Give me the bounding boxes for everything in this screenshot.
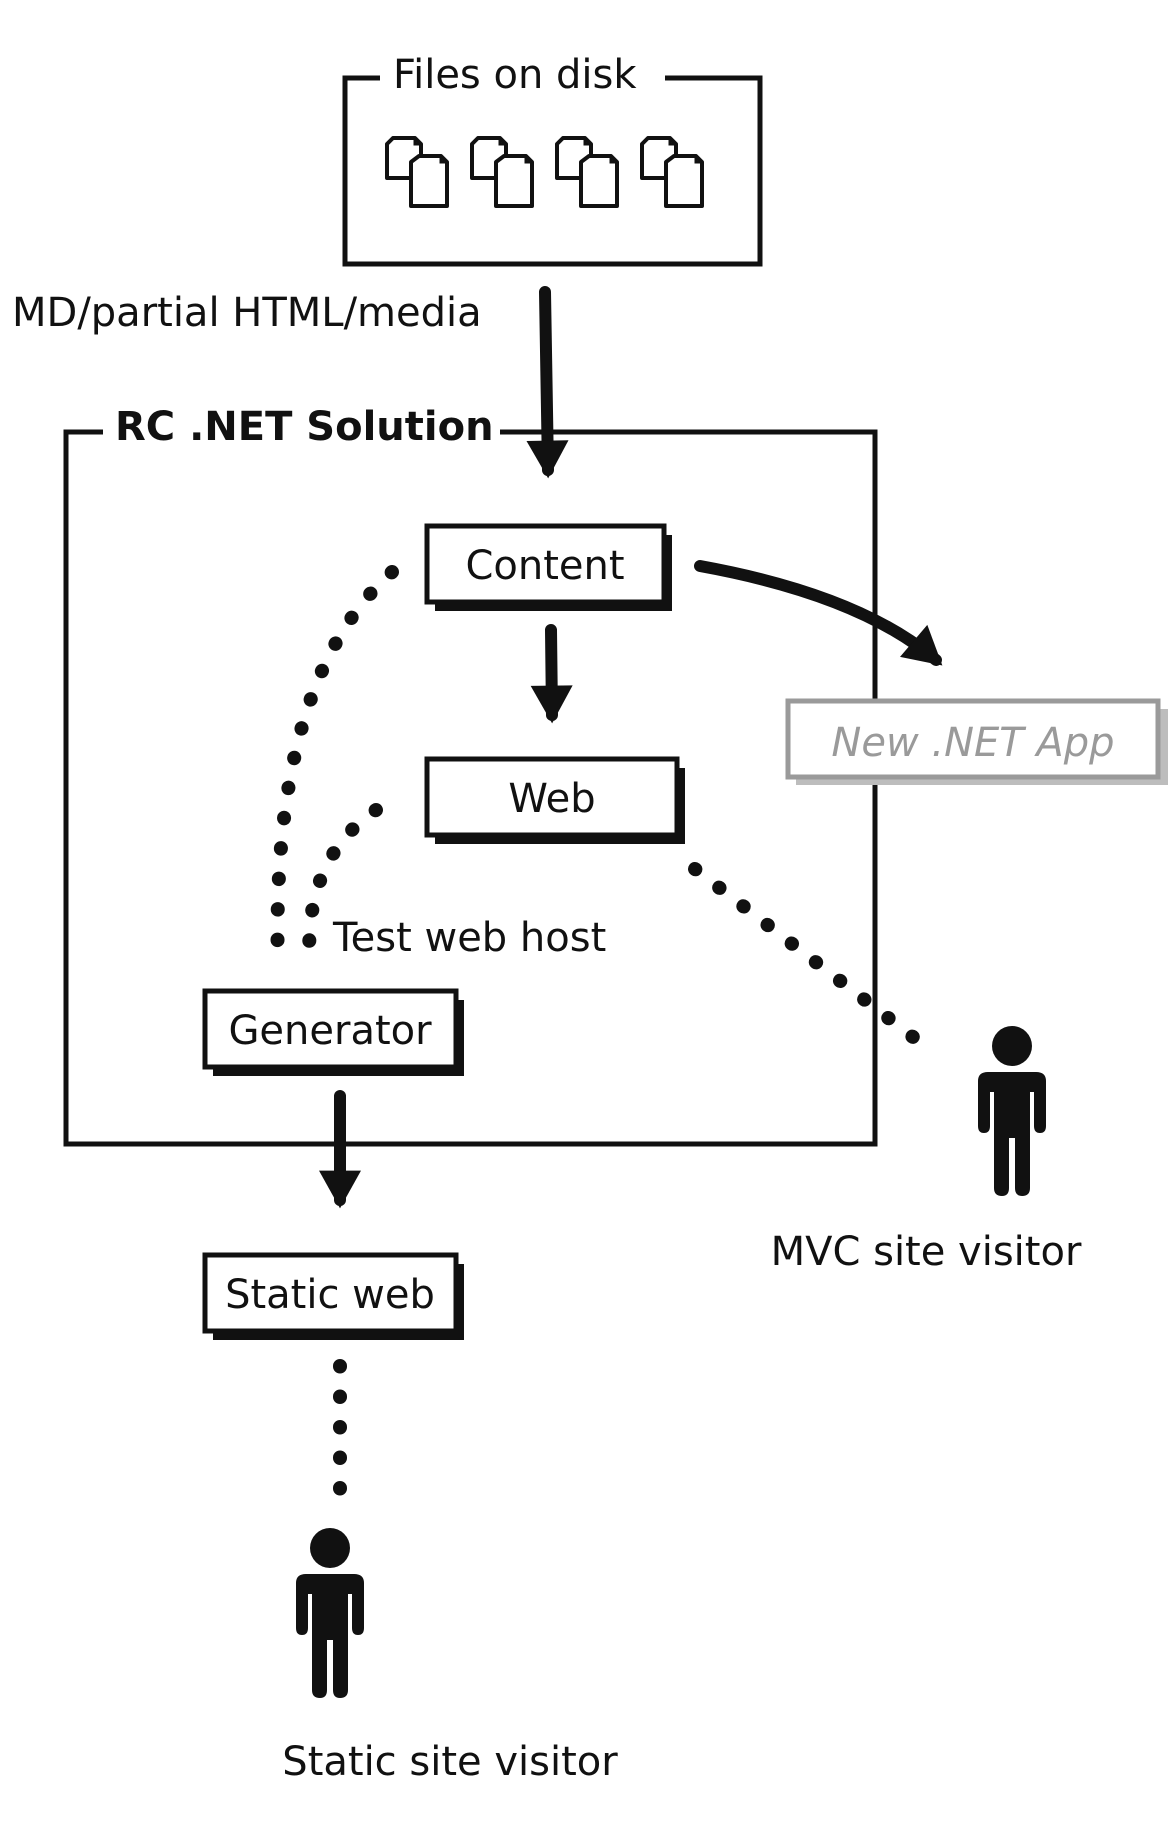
- new-net-app-label: New .NET App: [831, 720, 1114, 766]
- solution-frame: [63, 429, 878, 1147]
- arrow-files-to-content: [526, 286, 569, 479]
- static-web-node: Static web: [202, 1252, 464, 1340]
- dotted-web-to-mvc-visitor: [688, 862, 942, 1061]
- web-node: Web: [424, 756, 685, 844]
- dotted-web-to-generator: [302, 803, 383, 975]
- content-node: Content: [424, 523, 672, 611]
- mvc-visitor-label: MVC site visitor: [771, 1229, 1082, 1275]
- generator-node-label: Generator: [228, 1008, 432, 1054]
- static-visitor-label: Static site visitor: [282, 1739, 618, 1785]
- dotted-content-to-generator: [270, 565, 399, 975]
- person-icon: [978, 1026, 1046, 1196]
- document-pair-icon: [640, 136, 704, 208]
- files-on-disk-group: Files on disk: [342, 52, 763, 267]
- document-pair-icon: [470, 136, 534, 208]
- solution-group-label: RC .NET Solution: [115, 404, 494, 450]
- content-node-label: Content: [465, 543, 624, 589]
- files-icons: [385, 136, 704, 208]
- arrow-content-to-web: [530, 624, 573, 724]
- static-web-node-label: Static web: [225, 1272, 435, 1318]
- person-icon: [296, 1528, 364, 1698]
- test-web-host-label: Test web host: [332, 915, 606, 961]
- web-node-label: Web: [508, 776, 595, 822]
- arrow-content-to-new-app: [694, 560, 943, 666]
- files-group-frame: [342, 75, 763, 267]
- input-edge-label: MD/partial HTML/media: [12, 290, 482, 336]
- document-pair-icon: [555, 136, 619, 208]
- mvc-site-visitor: MVC site visitor: [771, 1026, 1082, 1275]
- files-group-label: Files on disk: [393, 52, 637, 98]
- document-pair-icon: [385, 136, 449, 208]
- new-net-app-node: New .NET App: [785, 698, 1168, 785]
- generator-node: Generator: [202, 988, 464, 1076]
- solution-group: RC .NET Solution: [63, 404, 878, 1147]
- static-site-visitor: Static site visitor: [282, 1528, 618, 1785]
